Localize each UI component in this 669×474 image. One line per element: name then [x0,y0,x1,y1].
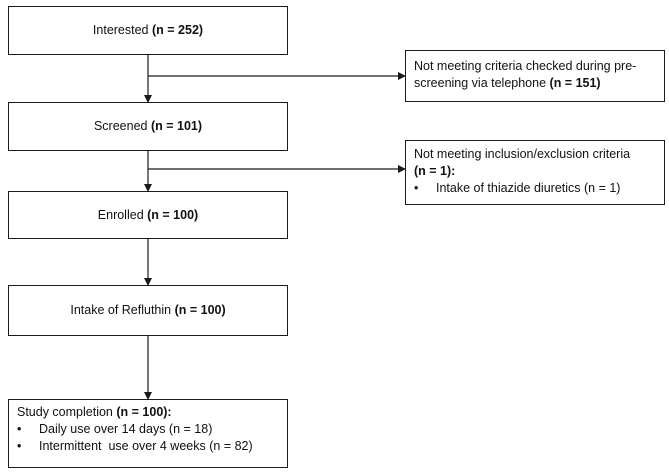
box-prescreening-exclusion: Not meeting criteria checked during pre-… [405,50,665,102]
inclusion-item-thiazide: Intake of thiazide diuretics (n = 1) [436,181,621,195]
list-item: • Intermittent use over 4 weeks (n = 82) [17,438,279,455]
completion-item-intermittent: Intermittent use over 4 weeks (n = 82) [39,439,253,453]
box-inclusion-exclusion: Not meeting inclusion/exclusion criteria… [405,140,665,205]
enrolled-count: (n = 100) [147,207,199,222]
inclusion-count: (n = 1): [414,164,456,178]
intake-count: (n = 100) [174,303,226,317]
completion-item-daily: Daily use over 14 days (n = 18) [39,422,213,436]
screened-label: Screened [93,119,148,133]
list-item: • Intake of thiazide diuretics (n = 1) [414,180,656,197]
bullet-marker: • [17,422,22,436]
prescreening-text-line1: Not meeting criteria checked during pre- [414,59,637,73]
box-intake: Intake of Refluthin (n = 100) [8,285,288,336]
interested-count: (n = 252) [152,23,204,37]
completion-label: Study completion [17,405,113,419]
box-enrolled: Enrolled (n = 100) [8,191,288,239]
inclusion-text: Not meeting inclusion/exclusion criteria [414,147,631,161]
prescreening-text-line2: screening via telephone [414,76,547,90]
enrolled-label: Enrolled [97,207,144,222]
interested-label: Interested [92,23,149,37]
box-interested: Interested (n = 252) [8,6,288,55]
screened-count: (n = 101) [150,119,203,133]
intake-label: Intake of Refluthin [70,303,172,317]
completion-count: (n = 100): [116,405,172,419]
prescreening-count: (n = 151) [549,76,601,90]
list-item: • Daily use over 14 days (n = 18) [17,421,279,438]
box-screened: Screened (n = 101) [8,102,288,151]
bullet-marker: • [17,439,22,453]
box-study-completion: Study completion (n = 100): • Daily use … [8,399,288,468]
bullet-marker: • [414,181,419,195]
